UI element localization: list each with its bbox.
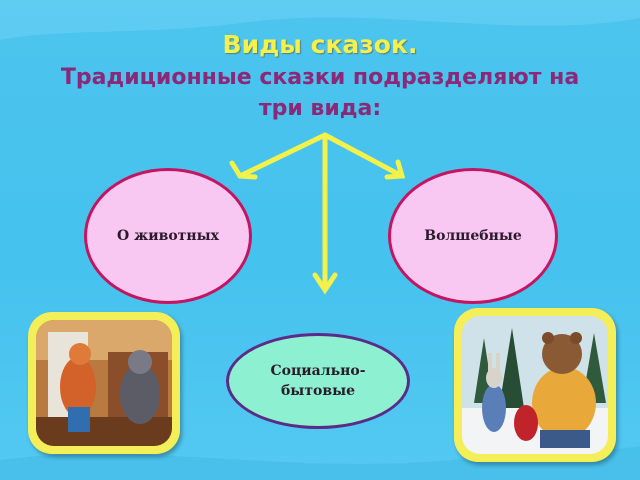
page-subtitle: Традиционные сказки подразделяют на три …	[60, 65, 580, 121]
arrowhead-left	[229, 160, 258, 180]
category-magic: Волшебные	[388, 168, 558, 304]
page-title: Виды сказок.	[222, 30, 418, 59]
fox-and-wolf-illustration	[28, 312, 180, 454]
bear-and-hare-illustration	[454, 308, 616, 462]
category-animals-label: О животных	[117, 228, 219, 244]
category-social-label: Социально-бытовые	[270, 363, 366, 399]
category-animals: О животных	[84, 168, 252, 304]
arrow-right	[322, 132, 405, 179]
arrowhead-center	[312, 272, 338, 295]
arrow-left	[237, 132, 328, 179]
category-magic-label: Волшебные	[424, 228, 522, 244]
category-social: Социально-бытовые	[226, 333, 410, 429]
arrowhead-right	[384, 159, 406, 180]
